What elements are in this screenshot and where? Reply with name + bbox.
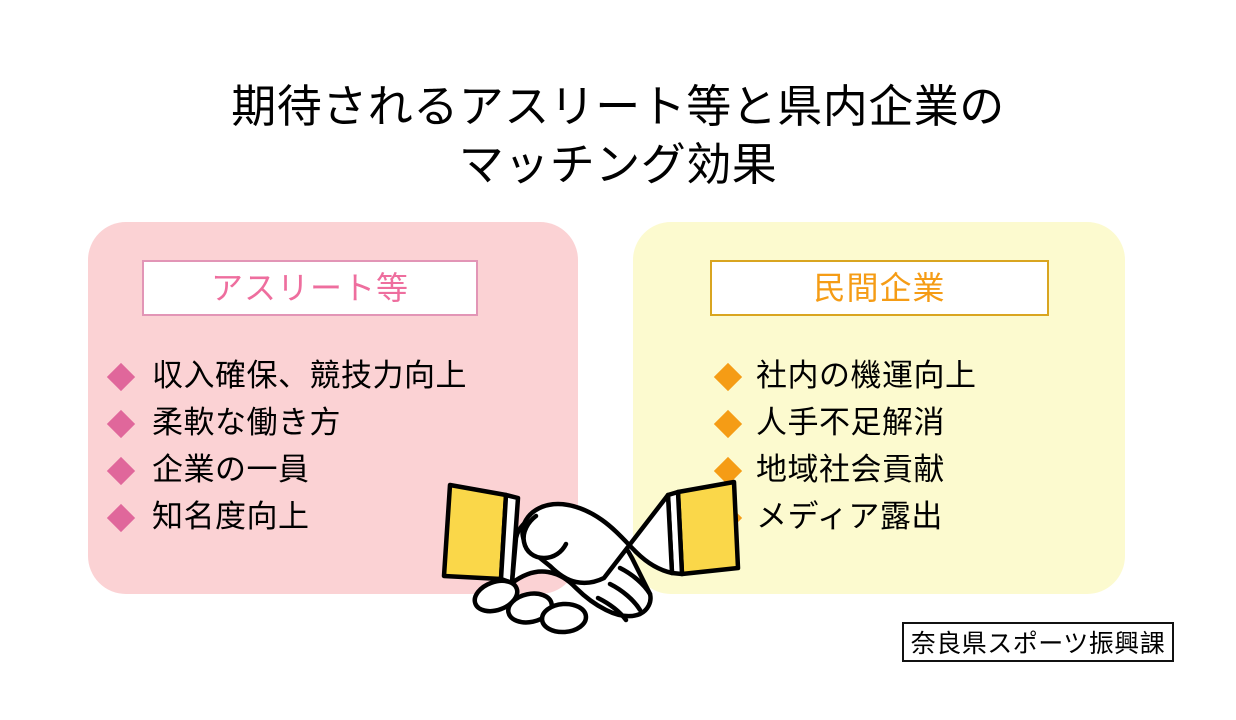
- list-item: 地域社会貢献: [633, 447, 1125, 494]
- companies-panel-header-label: 民間企業: [813, 269, 946, 307]
- list-item-label: 柔軟な働き方: [152, 405, 341, 441]
- athletes-panel-header: アスリート等: [142, 260, 478, 316]
- list-item-label: 社内の機運向上: [756, 358, 977, 394]
- diamond-bullet-icon: [106, 409, 136, 438]
- list-item: 企業の一員: [88, 447, 578, 494]
- list-item: メディア露出: [633, 494, 1125, 541]
- department-credit-box: 奈良県スポーツ振興課: [902, 622, 1174, 662]
- diamond-bullet-icon: [713, 362, 743, 391]
- list-item: 知名度向上: [88, 494, 578, 541]
- list-item-label: メディア露出: [756, 499, 943, 535]
- handshake-icon: [441, 479, 741, 635]
- department-credit-label: 奈良県スポーツ振興課: [910, 629, 1166, 658]
- companies-benefit-list: 社内の機運向上 人手不足解消 地域社会貢献 メディア露出: [633, 353, 1125, 541]
- athletes-benefit-list: 収入確保、競技力向上 柔軟な働き方 企業の一員 知名度向上: [88, 353, 578, 541]
- list-item-label: 知名度向上: [152, 499, 310, 535]
- handshake-illustration: [432, 462, 752, 642]
- diamond-bullet-icon: [106, 503, 136, 532]
- page-title: 期待されるアスリート等と県内企業の マッチング効果: [0, 78, 1236, 193]
- list-item: 社内の機運向上: [633, 353, 1125, 400]
- list-item: 収入確保、競技力向上: [88, 353, 578, 400]
- page-title-line-2: マッチング効果: [458, 137, 778, 191]
- companies-panel-header: 民間企業: [710, 260, 1049, 316]
- list-item: 人手不足解消: [633, 400, 1125, 447]
- athletes-panel-header-label: アスリート等: [210, 269, 409, 307]
- list-item-label: 地域社会貢献: [756, 452, 945, 488]
- list-item-label: 企業の一員: [152, 452, 310, 488]
- diamond-bullet-icon: [713, 409, 743, 438]
- page-title-line-1: 期待されるアスリート等と県内企業の: [231, 80, 1005, 133]
- athletes-panel: アスリート等 収入確保、競技力向上 柔軟な働き方 企業の一員 知名度向上: [88, 222, 578, 594]
- diamond-bullet-icon: [106, 456, 136, 485]
- diamond-bullet-icon: [106, 362, 136, 391]
- list-item-label: 収入確保、競技力向上: [152, 358, 467, 394]
- list-item: 柔軟な働き方: [88, 400, 578, 447]
- list-item-label: 人手不足解消: [756, 405, 945, 441]
